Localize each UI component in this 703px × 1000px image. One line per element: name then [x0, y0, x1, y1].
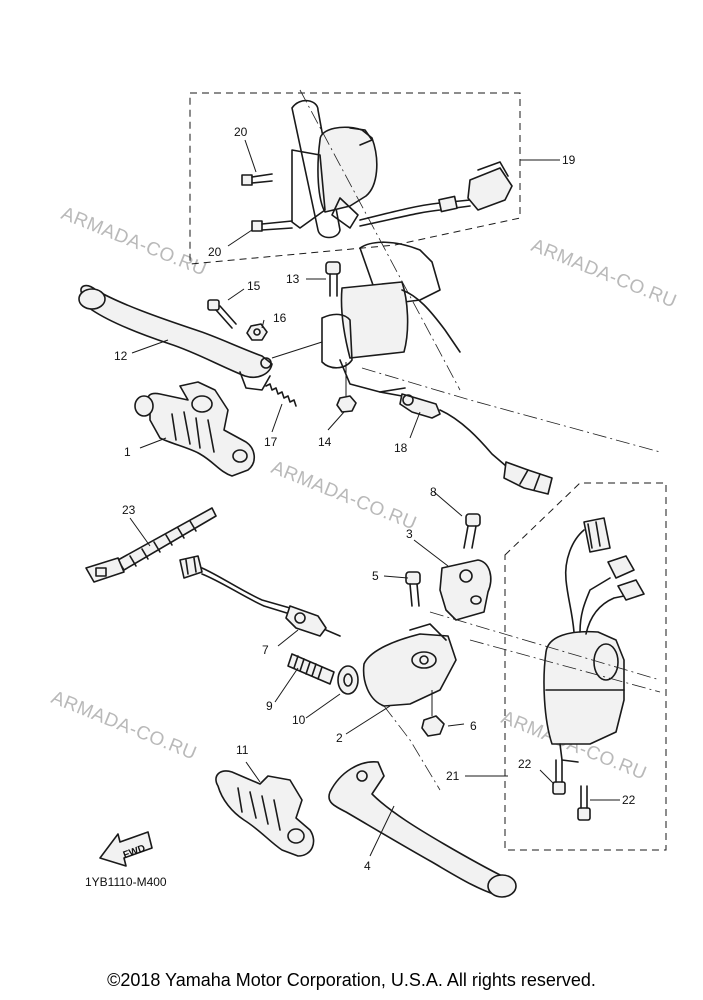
watermark-3: ARMADA-CO.RU — [268, 457, 419, 534]
part-5-bolt — [405, 571, 421, 607]
part-17-spring — [265, 383, 297, 407]
callout-18: 18 — [394, 441, 408, 455]
callout-20-upper: 20 — [234, 125, 248, 139]
callout-14: 14 — [318, 435, 332, 449]
phantom-axis-lever — [383, 705, 441, 791]
callout-19: 19 — [562, 153, 576, 167]
callout-11: 11 — [236, 743, 249, 757]
part-10-locknut — [337, 665, 359, 695]
part-16-nut — [246, 323, 268, 341]
callout-16: 16 — [273, 311, 287, 325]
part-23-cable-tie — [85, 507, 217, 583]
part-9-adjuster — [287, 653, 335, 685]
part-1-lever-holder — [134, 381, 255, 477]
part-4-clutch-lever — [328, 761, 517, 898]
callout-2: 2 — [336, 731, 343, 745]
callout-1: 1 — [124, 445, 131, 459]
part-21-switch-assembly — [543, 517, 645, 763]
group-box-21 — [504, 482, 667, 851]
part-13-bolt — [325, 261, 341, 297]
part-3-holder-clamp — [439, 559, 492, 621]
diagram-code: 1YB1110-M400 — [85, 875, 167, 889]
part-11-lever-holder — [215, 770, 315, 857]
phantom-axis-lower — [429, 611, 661, 681]
callout-21: 21 — [446, 769, 460, 783]
callout-10: 10 — [292, 713, 306, 727]
callout-22-left: 22 — [518, 757, 532, 771]
phantom-axis-switch — [469, 639, 661, 693]
callout-6: 6 — [470, 719, 477, 733]
callout-13: 13 — [286, 272, 300, 286]
callout-15: 15 — [247, 279, 261, 293]
connector-line-12 — [271, 341, 323, 359]
part-22-screw-right — [577, 785, 591, 821]
callout-4: 4 — [364, 859, 371, 873]
part-12-brake-lever — [78, 284, 273, 391]
callout-9: 9 — [266, 699, 273, 713]
callout-20-lower: 20 — [208, 245, 222, 259]
fwd-arrow-icon: FWD — [99, 831, 153, 867]
part-7-clutch-switch — [179, 555, 341, 637]
copyright-notice: ©2018 Yamaha Motor Corporation, U.S.A. A… — [107, 970, 596, 990]
watermark-1: ARMADA-CO.RU — [58, 203, 209, 280]
group-box-19 — [189, 92, 521, 265]
callout-5: 5 — [372, 569, 379, 583]
part-14-nut — [336, 362, 357, 413]
callout-23: 23 — [122, 503, 136, 517]
master-cylinder-body — [321, 241, 461, 393]
callout-3: 3 — [406, 527, 413, 541]
part-2-lever-holder — [362, 623, 457, 707]
callout-labels: 20 20 19 13 15 16 12 1 17 14 18 8 23 3 5… — [114, 125, 636, 873]
phantom-axis-upper — [361, 367, 661, 453]
callout-17: 17 — [264, 435, 278, 449]
part-6-nut — [421, 690, 445, 737]
part-20-screw-lower — [251, 220, 293, 232]
part-18-brake-switch — [379, 391, 553, 495]
part-15-bolt — [207, 299, 237, 329]
part-19-switch-assembly — [291, 99, 513, 239]
leader-lines — [129, 139, 620, 857]
part-8-bolt — [463, 513, 481, 549]
callout-12: 12 — [114, 349, 128, 363]
watermark-4: ARMADA-CO.RU — [48, 687, 199, 764]
phantom-handlebar-axis — [299, 89, 461, 391]
callout-7: 7 — [262, 643, 269, 657]
part-22-screw-left — [552, 759, 566, 795]
callout-22-right: 22 — [622, 793, 636, 807]
watermark-2: ARMADA-CO.RU — [528, 235, 679, 312]
part-20-screw-upper — [241, 173, 273, 186]
callout-8: 8 — [430, 485, 437, 499]
